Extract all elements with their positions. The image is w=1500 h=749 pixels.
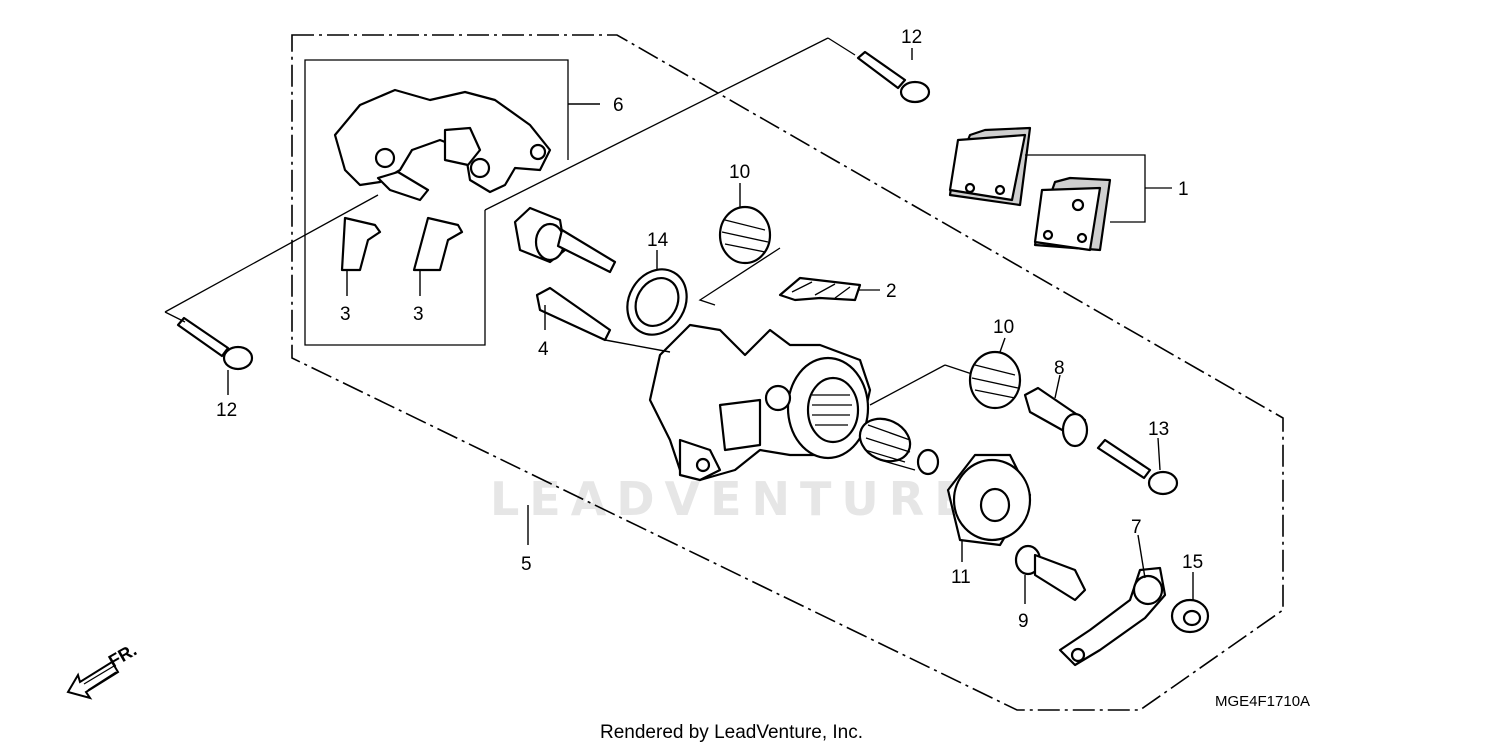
callout-2: 2 (886, 281, 897, 302)
callout-5: 5 (521, 554, 532, 575)
caliper-body[interactable] (648, 323, 872, 482)
callout-9: 9 (1018, 611, 1029, 632)
brake-pad-rear[interactable] (948, 126, 1032, 207)
callout-14: 14 (647, 230, 669, 251)
callout-10-upper: 10 (729, 162, 750, 183)
bolt-12-left[interactable] (176, 316, 254, 371)
callout-7: 7 (1131, 517, 1142, 538)
bolt-9[interactable] (1014, 544, 1087, 602)
pad-retainer-left[interactable] (340, 216, 382, 272)
piston-seal-ring[interactable] (616, 259, 698, 346)
pin-sleeve-8[interactable] (1023, 386, 1089, 448)
brake-lever-arm[interactable] (1058, 566, 1167, 667)
callout-4: 4 (538, 339, 549, 360)
callout-numbers: 1 2 3 3 4 5 6 7 8 9 10 10 11 12 12 13 14… (216, 27, 1203, 632)
bolt-12-top[interactable] (856, 50, 931, 104)
callout-12-top: 12 (901, 27, 922, 48)
leader-lines (227, 48, 1194, 604)
pad-retainer-right[interactable] (412, 216, 464, 272)
callout-6: 6 (613, 95, 624, 116)
nut-15[interactable] (1170, 598, 1210, 634)
pad-spring[interactable] (778, 276, 862, 302)
dust-boot-upper[interactable] (718, 205, 772, 265)
bolt-13[interactable] (1096, 438, 1179, 496)
callout-8: 8 (1054, 358, 1065, 379)
callout-3-right: 3 (413, 304, 424, 325)
callout-13: 13 (1148, 419, 1169, 440)
caliper-bracket[interactable] (333, 88, 552, 202)
callout-15: 15 (1182, 552, 1203, 573)
adjuster-spring[interactable] (853, 411, 940, 476)
pin-bolt[interactable] (535, 286, 612, 342)
watermark: LEADVENTURE (490, 472, 976, 526)
render-credit: Rendered by LeadVenture, Inc. (600, 722, 863, 743)
callout-12-left: 12 (216, 400, 237, 421)
callout-3-left: 3 (340, 304, 351, 325)
cam-piston[interactable] (946, 453, 1032, 547)
brake-pad-front[interactable] (1033, 176, 1112, 252)
diagram-code: MGE4F1710A (1215, 693, 1310, 710)
callout-1: 1 (1178, 179, 1189, 200)
callout-11: 11 (951, 567, 971, 588)
callout-10-lower: 10 (993, 317, 1014, 338)
dust-boot-lower[interactable] (968, 350, 1022, 410)
front-direction-arrow: FR. (66, 640, 140, 700)
pin-sleeve[interactable] (513, 206, 617, 274)
bracket-assembly-box (304, 59, 569, 346)
caliper-assembly-boundary (291, 34, 1284, 711)
